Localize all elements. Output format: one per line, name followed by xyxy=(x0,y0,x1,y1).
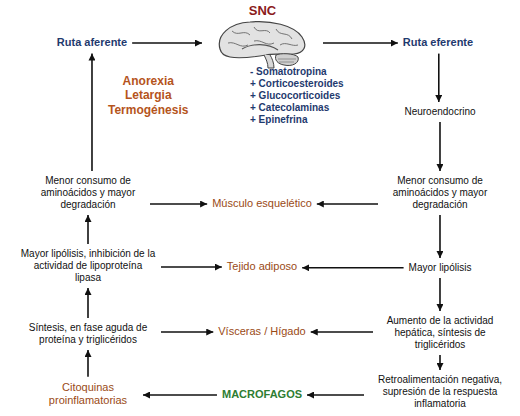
node-text: MACROFAGOS xyxy=(222,388,302,401)
flow-arrow xyxy=(439,278,441,311)
hormone-item: + Corticoesteroides xyxy=(250,78,344,90)
flow-arrow xyxy=(132,42,202,44)
process-text-node: MACROFAGOS xyxy=(220,387,304,402)
flow-arrow xyxy=(439,215,441,258)
hormone-item: + Catecolaminas xyxy=(250,102,329,114)
process-text-node: Ruta aferente xyxy=(55,35,129,50)
flow-arrow xyxy=(307,394,364,396)
brain-node: SNC xyxy=(205,2,320,72)
process-text-node: Mayor lipólisis, inhibición de la activi… xyxy=(18,247,158,285)
hormone-item: + Glucocorticoides xyxy=(250,90,340,102)
node-text: Retroalimentación negativa, supresión de… xyxy=(369,374,511,410)
symptom-list: Anorexia Letargia Termogénesis xyxy=(108,74,188,117)
flow-arrow xyxy=(91,54,93,171)
node-text: Menor consumo de aminoácidos y mayor deg… xyxy=(383,175,497,211)
process-text-node: Menor consumo de aminoácidos y mayor deg… xyxy=(29,174,147,212)
flow-arrow xyxy=(161,331,213,333)
process-text-node: Retroalimentación negativa, supresión de… xyxy=(367,373,513,411)
process-text-node: Neuroendocrino xyxy=(402,105,477,119)
flow-arrow xyxy=(438,54,440,102)
process-text-node: Menor consumo de aminoácidos y mayor deg… xyxy=(381,174,499,212)
flow-arrow xyxy=(439,122,441,171)
node-text: Ruta eferente xyxy=(403,36,473,49)
node-text: Citoquinas proinflamatorias xyxy=(38,381,138,407)
flow-arrow xyxy=(87,288,89,318)
hormone-item: + Epinefrina xyxy=(250,114,308,126)
node-text: SNC xyxy=(207,3,318,19)
node-text: Neuroendocrino xyxy=(404,106,475,118)
flow-arrow xyxy=(317,203,378,205)
process-text-node: Aumento de la actividad hepática, síntes… xyxy=(376,314,504,352)
flow-arrow xyxy=(143,394,217,396)
process-text-node: Tejido adiposo xyxy=(225,259,299,274)
brain-illustration xyxy=(214,19,310,69)
node-text: Menor consumo de aminoácidos y mayor deg… xyxy=(31,175,145,211)
flow-arrow xyxy=(302,267,403,269)
process-text-node: Mayor lipólisis xyxy=(407,261,474,275)
process-text-node: Síntesis, en fase aguda de proteína y tr… xyxy=(18,321,158,347)
flow-arrow xyxy=(439,355,441,370)
flow-arrow xyxy=(87,350,89,377)
process-text-node: Músculo esquelético xyxy=(210,196,314,211)
node-text: Tejido adiposo xyxy=(227,260,297,273)
hormone-item: - Somatotropina xyxy=(250,66,327,78)
node-text: Mayor lipólisis xyxy=(409,262,472,274)
process-text-node: Ruta eferente xyxy=(401,35,475,50)
process-text-node: Citoquinas proinflamatorias xyxy=(36,380,140,408)
node-text: Vísceras / Hígado xyxy=(218,325,305,338)
flow-arrow xyxy=(323,42,398,44)
node-text: Músculo esquelético xyxy=(212,197,312,210)
flow-arrow xyxy=(87,215,89,244)
flow-arrow xyxy=(311,331,373,333)
node-text: Ruta aferente xyxy=(57,36,127,49)
node-text: Aumento de la actividad hepática, síntes… xyxy=(378,315,502,351)
node-text: Mayor lipólisis, inhibición de la activi… xyxy=(20,248,156,284)
node-text: Síntesis, en fase aguda de proteína y tr… xyxy=(20,322,156,346)
process-text-node: Vísceras / Hígado xyxy=(216,324,307,339)
flow-arrow xyxy=(150,203,207,205)
flow-arrow xyxy=(161,266,222,268)
